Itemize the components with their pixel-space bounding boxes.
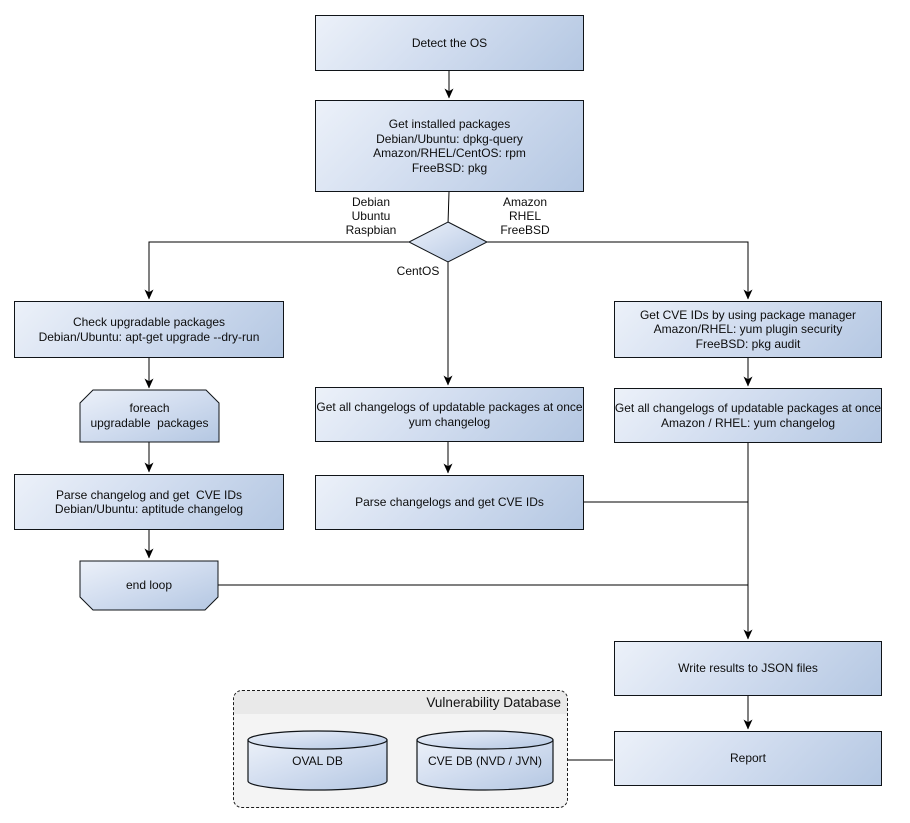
node-get-changelogs-amazon: Get all changelogs of updatable packages…	[614, 388, 882, 443]
connector-decision-to-amazon-branch	[487, 241, 753, 300]
node-detect-os-label: Detect the OS	[411, 35, 488, 50]
node-get-changelogs-centos: Get all changelogs of updatable packages…	[315, 387, 584, 442]
vulnerability-database-header: Vulnerability Database	[234, 691, 567, 714]
node-write-results-json: Write results to JSON files	[614, 641, 882, 696]
node-line: Parse changelog and get CVE IDs	[55, 487, 243, 502]
node-report: Report	[614, 731, 882, 786]
node-get-changelogs-amazon-bg	[614, 388, 882, 443]
node-line: Get all changelogs of updatable packages…	[614, 401, 882, 415]
node-line: foreach	[129, 401, 170, 415]
node-line: Debian/Ubuntu: apt-get upgrade --dry-run	[38, 329, 260, 344]
end-loop-shape	[79, 560, 219, 611]
node-line: Write results to JSON files	[678, 661, 818, 676]
node-line: FreeBSD: pkg audit	[695, 336, 801, 351]
node-check-upgradable-packages: Check upgradable packages Debian/Ubuntu:…	[14, 301, 284, 358]
decision-diamond-os	[407, 221, 489, 263]
node-line: Debian/Ubuntu: aptitude changelog	[54, 502, 244, 516]
node-line: Amazon/RHEL: yum plugin security	[653, 322, 843, 337]
node-get-changelogs-centos-bg	[315, 387, 584, 442]
node-get-cveids-package-manager: Get CVE IDs by using package manager Ama…	[614, 301, 882, 358]
branch-label-amazon: Amazon RHEL FreeBSD	[477, 195, 573, 237]
branch-label-debian: Debian Ubuntu Raspbian	[325, 195, 417, 237]
branch-line: Ubuntu	[351, 209, 391, 223]
node-line: Amazon/RHEL/CentOS: rpm	[373, 146, 526, 160]
branch-line: Amazon	[502, 195, 548, 209]
branch-label-centos: CentOS	[383, 264, 453, 278]
cve-db-label: CVE DB (NVD / JVN)	[417, 752, 553, 770]
node-line: Get all changelogs of updatable packages…	[316, 400, 583, 414]
oval-db-cylinder	[247, 730, 388, 791]
node-line: yum changelog	[408, 414, 491, 429]
connector-installed-to-decision	[447, 191, 450, 225]
node-line: Report	[729, 751, 767, 766]
node-parse-changelogs-centos: Parse changelogs and get CVE IDs	[315, 475, 584, 530]
end-loop-label: end loop	[80, 561, 218, 609]
foreach-loop-label: foreach upgradable packages	[80, 391, 219, 441]
node-detect-os: Detect the OS	[315, 15, 584, 71]
node-line: OVAL DB	[292, 753, 343, 768]
node-line: FreeBSD: pkg	[411, 160, 488, 175]
branch-line: Raspbian	[345, 223, 397, 237]
branch-line: Debian	[351, 195, 391, 209]
foreach-loop-shape	[79, 389, 220, 443]
node-line: Check upgradable packages	[72, 315, 226, 329]
node-get-installed-packages: Get installed packages Debian/Ubuntu: dp…	[315, 100, 584, 192]
node-line: Parse changelogs and get CVE IDs	[355, 495, 544, 510]
connector-decision-to-debian-branch	[144, 241, 409, 300]
node-line: CVE DB (NVD / JVN)	[427, 753, 542, 768]
oval-db-label: OVAL DB	[248, 752, 387, 770]
branch-line: CentOS	[396, 264, 440, 278]
node-line: Get installed packages	[388, 117, 511, 131]
vulnerability-database-title: Vulnerability Database	[426, 695, 561, 710]
node-line: Debian/Ubuntu: dpkg-query	[376, 131, 523, 146]
cve-db-cylinder	[416, 730, 554, 791]
node-line: Get CVE IDs by using package manager	[639, 307, 857, 322]
node-line: end loop	[125, 577, 173, 592]
branch-line: RHEL	[508, 209, 541, 223]
node-parse-changelog-debian: Parse changelog and get CVE IDs Debian/U…	[14, 474, 284, 530]
branch-line: FreeBSD	[500, 223, 550, 237]
node-line: Amazon / RHEL: yum changelog	[660, 415, 836, 430]
node-line: upgradable packages	[90, 416, 209, 430]
